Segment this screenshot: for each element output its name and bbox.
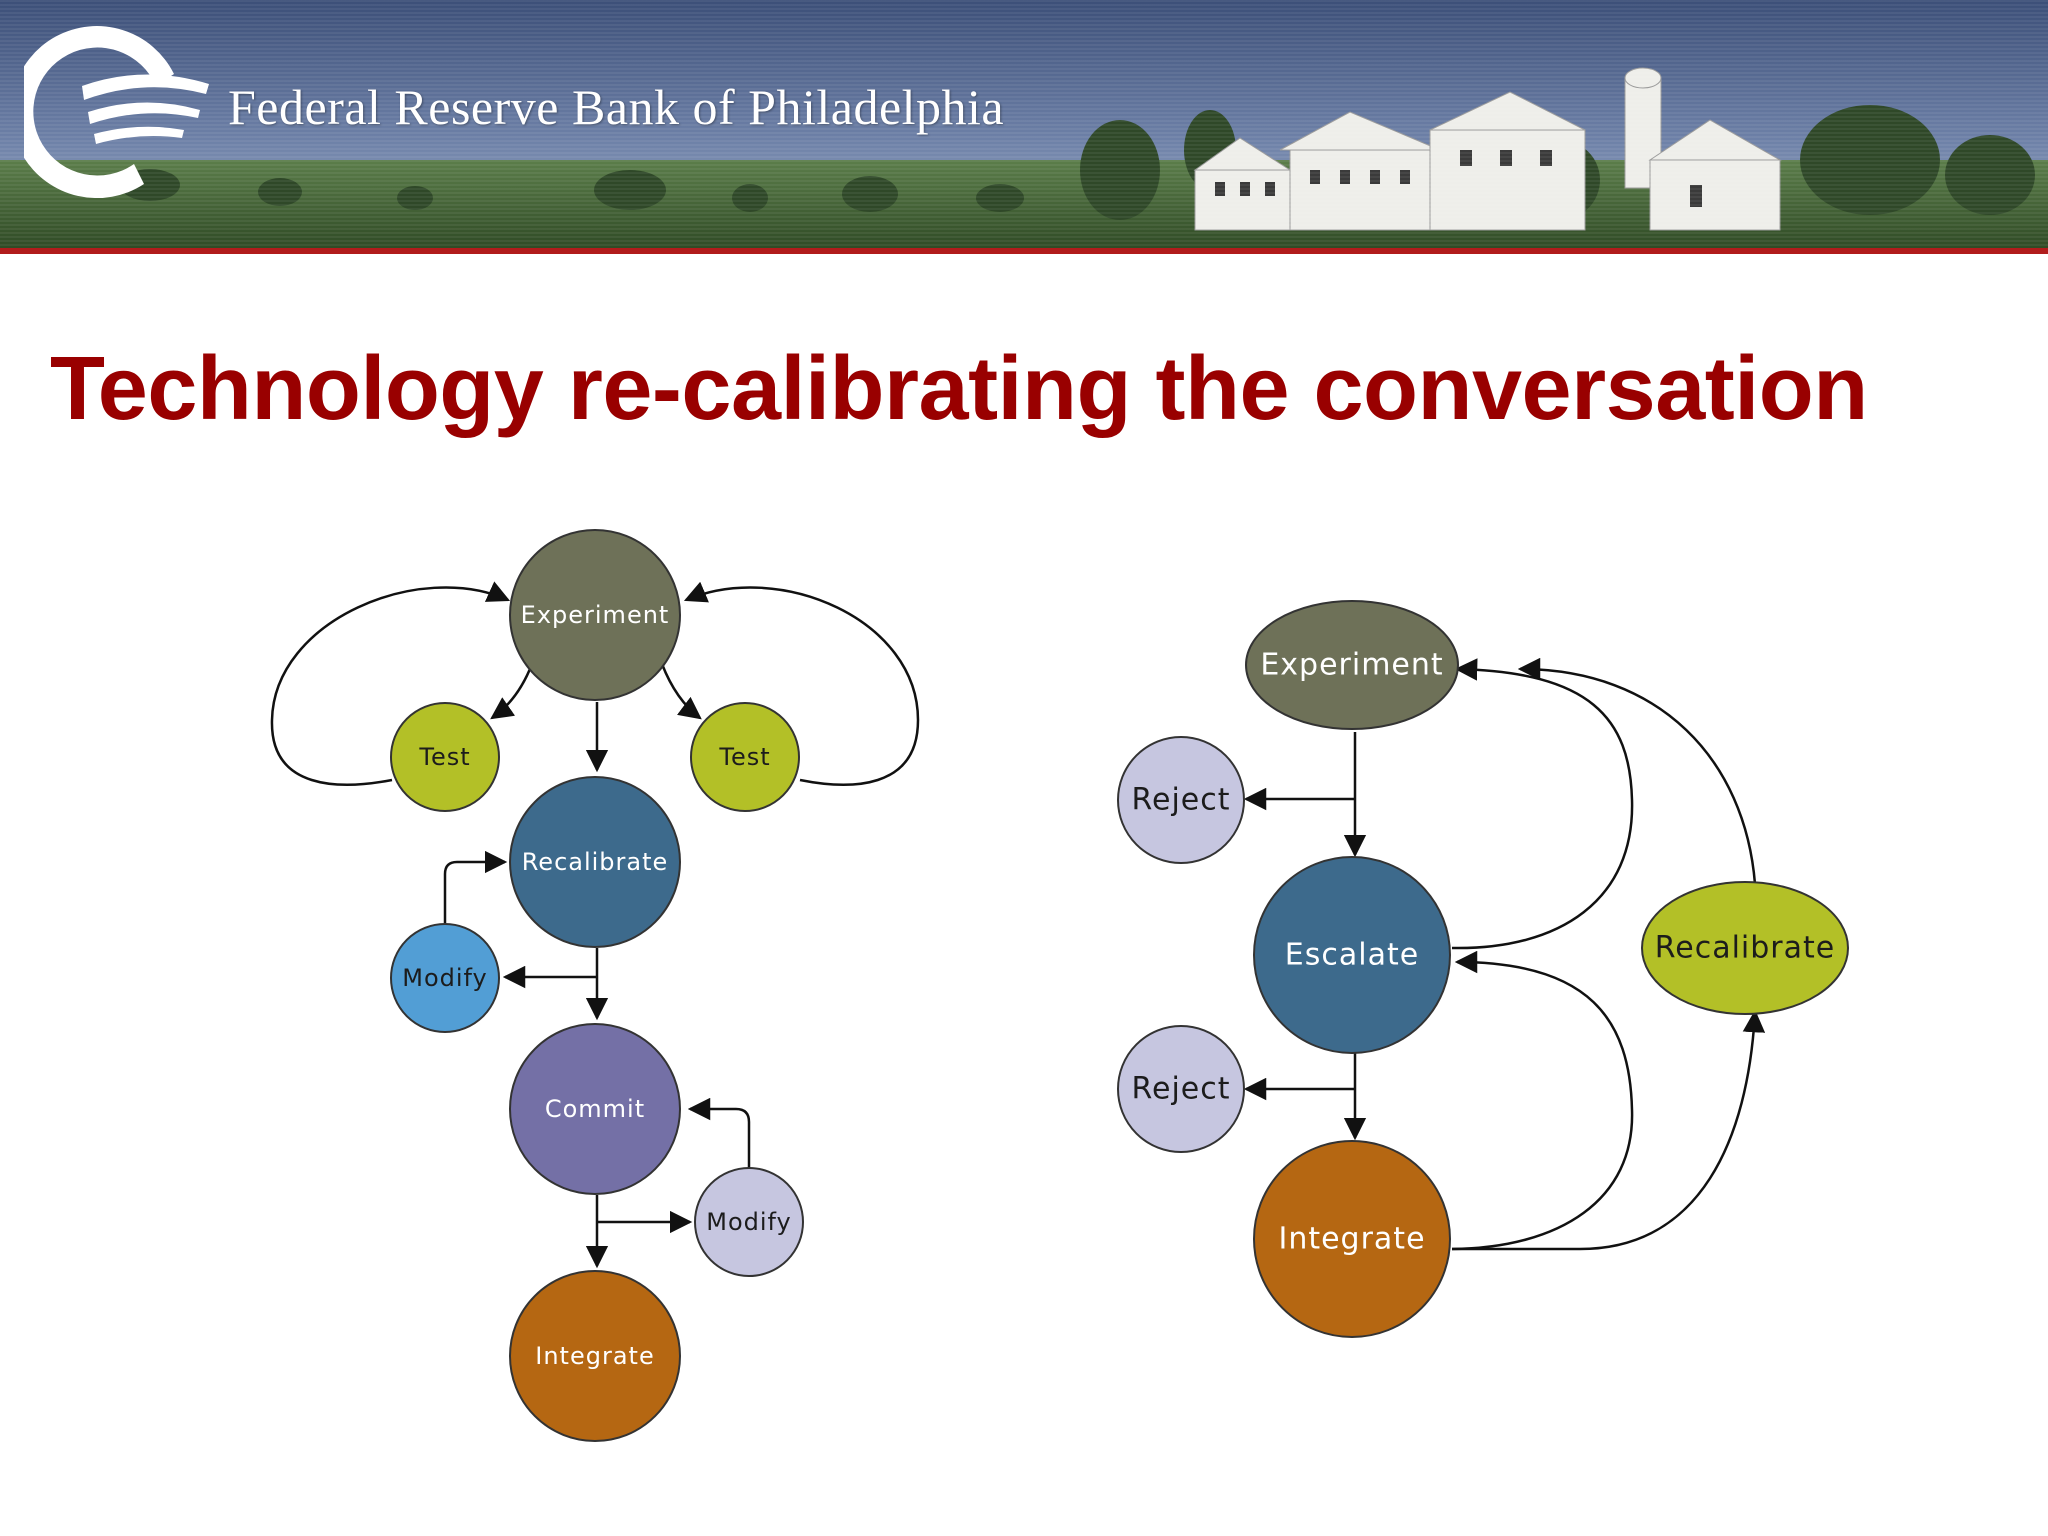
right-reject-node-top: Reject [1117,736,1245,864]
right-escalate-node: Escalate [1253,856,1451,1054]
left-recalibrate-label: Recalibrate [522,848,669,876]
left-integrate-label: Integrate [535,1342,654,1370]
left-test-node-right: Test [690,702,800,812]
right-recalibrate-label: Recalibrate [1655,931,1835,966]
left-commit-node: Commit [509,1023,681,1195]
left-modify-node-bottom: Modify [694,1167,804,1277]
left-test-node-left: Test [390,702,500,812]
org-name: Federal Reserve Bank of Philadelphia [228,79,1005,135]
fed-philadelphia-eagle-logo [24,26,209,198]
right-reject-label-top: Reject [1131,783,1230,818]
left-experiment-label: Experiment [521,601,670,629]
left-recalibrate-node: Recalibrate [509,776,681,948]
slide-title: Technology re-calibrating the conversati… [50,339,1868,439]
right-reject-label-bottom: Reject [1131,1072,1230,1107]
right-process-diagram: Experiment Reject Escalate Reject Integr… [1117,600,1849,1338]
right-integrate-node: Integrate [1253,1140,1451,1338]
right-diagram-arrows [1243,657,1766,1251]
right-integrate-label: Integrate [1278,1222,1425,1257]
header-banner: Federal Reserve Bank of Philadelphia [0,0,2048,254]
right-reject-node-bottom: Reject [1117,1025,1245,1153]
right-experiment-node: Experiment [1245,600,1459,730]
right-escalate-label: Escalate [1285,938,1419,973]
left-integrate-node: Integrate [509,1270,681,1442]
left-diagram-arrows [270,581,920,1269]
left-modify-node-top: Modify [390,923,500,1033]
left-test-label-left: Test [418,743,470,771]
left-test-label-right: Test [718,743,770,771]
right-experiment-label: Experiment [1260,648,1443,683]
right-recalibrate-node: Recalibrate [1641,881,1849,1015]
farm-landscape-image [0,0,2048,254]
left-commit-label: Commit [545,1095,645,1123]
left-process-diagram: Experiment Test Test Recalibrate Modify … [270,529,920,1442]
left-modify-label-bottom: Modify [706,1208,792,1236]
left-experiment-node: Experiment [509,529,681,701]
left-modify-label-top: Modify [402,964,488,992]
